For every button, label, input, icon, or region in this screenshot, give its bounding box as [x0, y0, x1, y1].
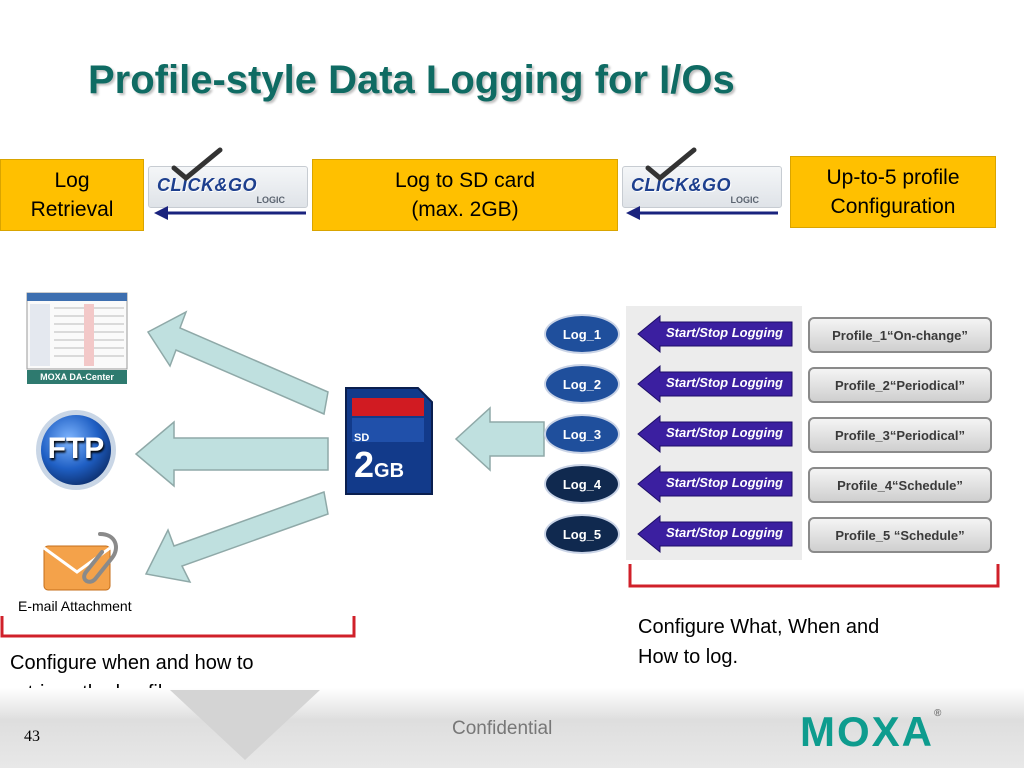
page-title: Profile-style Data Logging for I/Os	[88, 58, 735, 102]
sd-logo-label: SD	[354, 432, 370, 444]
da-center-label: MOXA DA-Center	[40, 372, 114, 382]
ftp-image: FTP	[34, 408, 118, 492]
start-stop-arrow-icon	[637, 414, 793, 454]
log-retrieval-line-2: Retrieval	[30, 198, 114, 221]
da-center-icon	[26, 292, 128, 384]
ftp-globe-icon	[36, 410, 116, 490]
sd-capacity-number: 2	[354, 444, 375, 485]
profile-box: Profile_2“Periodical”	[808, 367, 992, 403]
log-oval: Log_4	[544, 464, 620, 504]
sd-card-icon	[345, 387, 433, 495]
email-attachment-label: E-mail Attachment	[18, 598, 132, 614]
right-caption-line-2: How to log.	[638, 646, 739, 668]
start-stop-label: Start/Stop Logging	[666, 425, 783, 440]
left-bracket	[0, 616, 356, 638]
sd-capacity: 2GB	[354, 444, 404, 486]
checkmark-icon	[645, 147, 697, 182]
start-stop-arrow-icon	[637, 464, 793, 504]
footer-band	[0, 688, 1024, 768]
start-stop-label: Start/Stop Logging	[666, 375, 783, 390]
right-caption: Configure What, When and How to log.	[638, 612, 879, 672]
retrieval-arrows	[134, 310, 329, 584]
footer-decoration	[170, 690, 320, 760]
log-oval: Log_1	[544, 314, 620, 354]
start-stop-arrow-icon	[637, 314, 793, 354]
profile-config-line-2: Configuration	[830, 195, 956, 218]
start-stop-arrow-icon	[637, 364, 793, 404]
right-caption-line-1: Configure What, When and	[638, 616, 880, 638]
profile-config-box: Up-to-5 profile Configuration	[790, 156, 996, 228]
arrow-left-icon	[154, 206, 306, 220]
start-stop-label: Start/Stop Logging	[666, 325, 783, 340]
profile-box: Profile_4“Schedule”	[808, 467, 992, 503]
log-retrieval-line-1: Log	[54, 169, 90, 192]
click-go-logo-text: CLICK&GO	[631, 175, 731, 195]
sd-capacity-unit: GB	[374, 460, 405, 482]
da-center-image: MOXA DA-Center	[26, 292, 128, 384]
profile-config-line-1: Up-to-5 profile	[826, 166, 960, 189]
log-oval: Log_2	[544, 364, 620, 404]
start-stop-arrow-icon	[637, 514, 793, 554]
confidential-label: Confidential	[452, 718, 553, 739]
click-go-logo-left: CLICK&GO LOGIC	[148, 166, 308, 208]
click-go-logic-text: LOGIC	[256, 195, 286, 205]
sd-card-line-1: Log to SD card	[394, 169, 536, 192]
sd-card-box: Log to SD card (max. 2GB)	[312, 159, 618, 231]
log-retrieval-box: Log Retrieval	[0, 159, 144, 231]
log-oval: Log_5	[544, 514, 620, 554]
profile-box: Profile_1“On-change”	[808, 317, 992, 353]
ftp-label: FTP	[47, 432, 105, 465]
start-stop-label: Start/Stop Logging	[666, 525, 783, 540]
arrow-left-icon	[626, 206, 778, 220]
start-stop-label: Start/Stop Logging	[666, 475, 783, 490]
email-attachment-icon	[43, 532, 118, 591]
left-caption-line-1: Configure when and how to	[10, 652, 254, 674]
profile-box: Profile_5 “Schedule”	[808, 517, 992, 553]
sd-card-line-2: (max. 2GB)	[411, 198, 519, 221]
profile-box: Profile_3“Periodical”	[808, 417, 992, 453]
registered-mark-icon: ®	[934, 708, 944, 719]
moxa-logo: MOXA®	[800, 708, 943, 756]
logging-arrow	[454, 406, 545, 472]
sd-card-image: SD 2GB	[344, 386, 434, 496]
right-bracket	[628, 564, 1000, 588]
page-number: 43	[24, 728, 40, 745]
moxa-logo-text: MOXA	[800, 708, 934, 755]
click-go-logo-text: CLICK&GO	[157, 175, 257, 195]
click-go-logic-text: LOGIC	[730, 195, 760, 205]
click-go-logo-right: CLICK&GO LOGIC	[622, 166, 782, 208]
checkmark-icon	[171, 147, 223, 182]
log-oval: Log_3	[544, 414, 620, 454]
